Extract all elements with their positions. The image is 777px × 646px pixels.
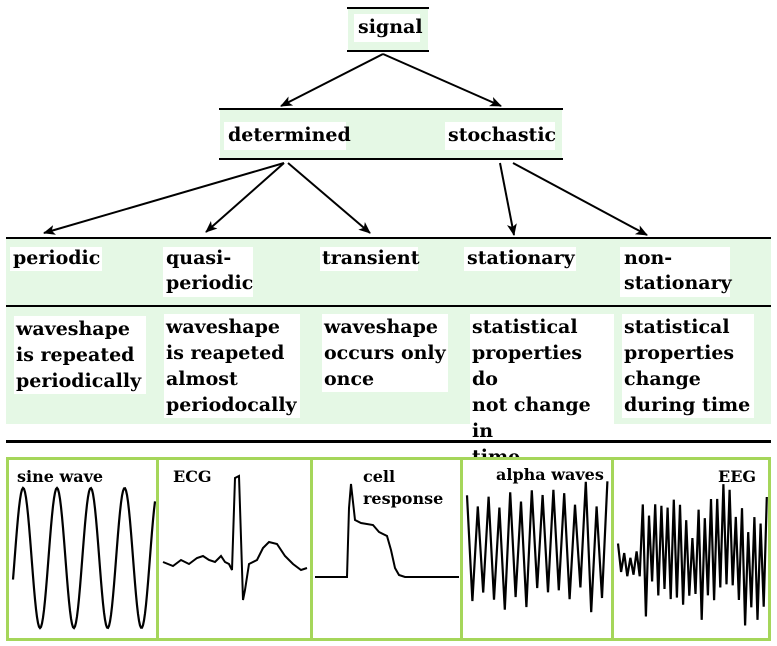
determined-label: determined xyxy=(228,124,351,146)
root-bottom-rule xyxy=(347,50,429,52)
sine-wave-panel: sine wave xyxy=(6,457,159,641)
level2-top-rule xyxy=(6,237,771,239)
level1-bottom-rule xyxy=(219,158,563,160)
eeg-label: EEG xyxy=(718,467,757,486)
transient-label-bg xyxy=(320,247,418,271)
stochastic-label: stochastic xyxy=(448,124,557,146)
transient-description: waveshape occurs only once xyxy=(322,314,448,392)
eeg-trace xyxy=(616,484,768,626)
arrow-signal-determined xyxy=(280,53,384,107)
cell-response-label: cell response xyxy=(363,467,444,508)
periodic-label-bg xyxy=(10,247,102,271)
ecg-panel: ECG xyxy=(156,457,313,641)
stationary-label: stationary xyxy=(467,247,575,269)
non-stationary-description: statistical properties change during tim… xyxy=(622,314,754,418)
arrow-determined-quasi xyxy=(205,162,285,233)
cell-response-trace xyxy=(315,483,459,578)
level1-top-rule xyxy=(219,108,563,110)
root-label-bg xyxy=(354,14,420,42)
sine-wave-trace xyxy=(11,486,156,630)
eeg-plot xyxy=(616,484,768,626)
ecg-trace xyxy=(162,474,308,601)
arrow-determined-periodic xyxy=(43,162,285,235)
level2-bottom-rule xyxy=(6,305,771,307)
ecg-plot xyxy=(162,474,308,601)
quasi-label-bg xyxy=(163,247,253,297)
arrow-signal-stochastic xyxy=(382,53,502,107)
alpha-waves-plot xyxy=(465,481,609,613)
root-top-rule xyxy=(347,7,429,9)
sine-wave-plot xyxy=(11,486,156,630)
quasi-periodic-label: quasi- periodic xyxy=(166,247,254,294)
transient-label: transient xyxy=(322,247,420,269)
alpha-waves-panel: alpha waves xyxy=(460,457,614,641)
root-label: signal xyxy=(358,16,423,38)
non-stationary-label: non- stationary xyxy=(624,247,732,294)
stochastic-label-bg xyxy=(445,122,555,150)
stationary-label-bg xyxy=(464,247,576,271)
determined-label-bg xyxy=(224,122,346,150)
cell-response-panel: cell response xyxy=(310,457,463,641)
arrow-determined-transient xyxy=(287,162,371,234)
periodic-label: periodic xyxy=(13,247,101,269)
arrow-stochastic-nonstationary xyxy=(512,162,648,236)
nonstationary-label-bg xyxy=(620,247,730,297)
arrow-stochastic-stationary xyxy=(499,162,517,236)
stationary-description: statistical properties do not change in … xyxy=(470,314,614,470)
eeg-panel: EEG xyxy=(611,457,771,641)
quasi-periodic-description: waveshape is reapeted almost periodocall… xyxy=(164,314,300,418)
periodic-description: waveshape is repeated periodically xyxy=(14,316,146,394)
ecg-label: ECG xyxy=(173,467,212,486)
sine-wave-label: sine wave xyxy=(17,467,104,486)
cell-response-plot xyxy=(315,483,459,578)
alpha-waves-trace xyxy=(465,481,609,613)
section-separator xyxy=(6,440,771,443)
alpha-waves-label: alpha waves xyxy=(496,465,604,484)
